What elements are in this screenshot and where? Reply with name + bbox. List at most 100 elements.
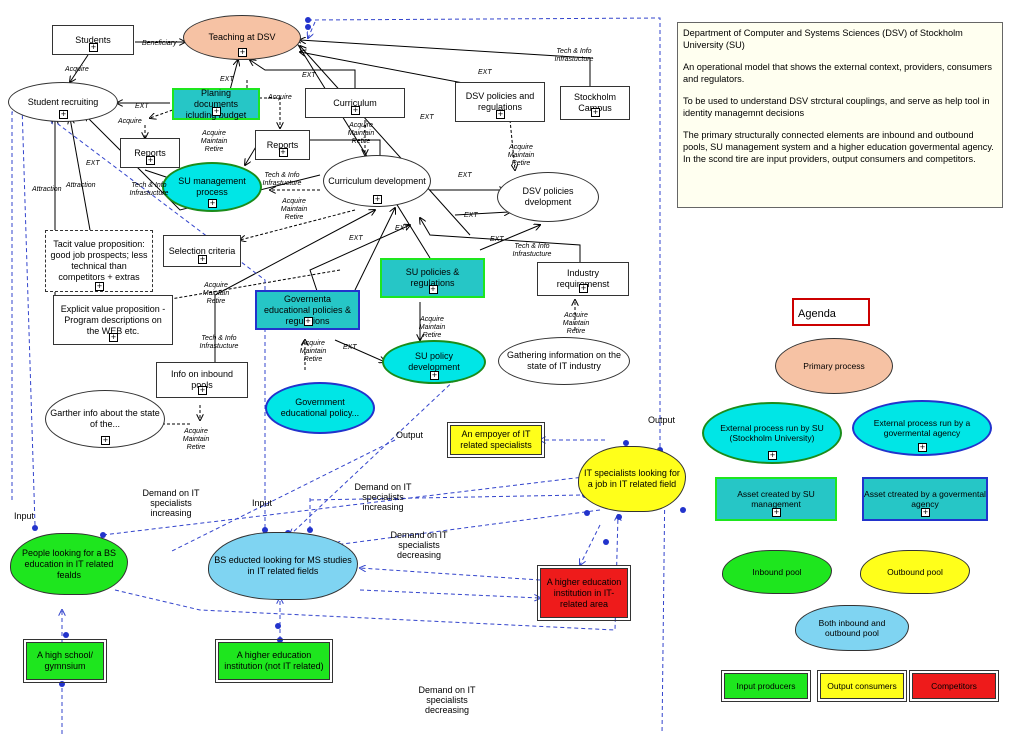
edge-label-ext: EXT [478, 69, 492, 76]
edge-label-ext: EXT [220, 76, 234, 83]
edge-label-tech-info: Tech & Info Infrastucture [262, 172, 302, 187]
edge-label-ext: EXT [135, 103, 149, 110]
su-management-node[interactable]: SU management process+ [162, 162, 262, 212]
it-specialists-pool[interactable]: IT specialists looking for a job in IT r… [578, 446, 686, 512]
highschool-node[interactable]: A high school/ gymnsium [23, 639, 107, 683]
edge-label-output: Output [396, 430, 424, 440]
curriculum-dev-node[interactable]: Curriculum development+ [323, 155, 431, 207]
edge-label-demand-increasing: Demand on IT specialists increasing [354, 482, 412, 512]
bs-people-pool[interactable]: People looking for a BS education in IT … [10, 533, 128, 595]
description-note: Department of Computer and Systems Scien… [677, 22, 1003, 208]
stockholm-campus-node[interactable]: Stockholm Campus+ [560, 86, 630, 120]
edge-label-ext: EXT [420, 114, 434, 121]
legend-asset-gov: Asset ctreated by a govermental agency+ [862, 477, 988, 521]
edge-label-ext: EXT [86, 160, 100, 167]
edge-label-demand-decreasing: Demand on IT specialists decreasing [418, 685, 476, 715]
expand-icon[interactable]: + [579, 283, 588, 293]
employer-node[interactable]: An empoyer of IT related specialists [447, 422, 545, 458]
expand-icon[interactable]: + [198, 385, 207, 395]
planning-docs-node[interactable]: Planing documents icluding budget+ [172, 88, 260, 120]
reports-node-1[interactable]: Reports+ [120, 138, 180, 168]
edge-label-ami: Acquire Maintain Retire [280, 198, 308, 221]
edge-label-ami: Acquire Maintain Retire [507, 144, 535, 167]
edge-label-ext: EXT [464, 212, 478, 219]
students-node[interactable]: Students+ [52, 25, 134, 55]
gathering-info-node[interactable]: Gathering information on the state of IT… [498, 337, 630, 385]
expand-icon[interactable]: + [89, 42, 98, 52]
selection-criteria-node[interactable]: Selection criteria+ [163, 235, 241, 267]
expand-icon[interactable]: + [238, 47, 247, 57]
expand-icon[interactable]: + [198, 254, 207, 264]
legend-input-producers: Input producers [721, 670, 811, 702]
legend-primary-process: Primary process [775, 338, 893, 394]
expand-icon[interactable]: + [95, 281, 104, 291]
industry-req-node[interactable]: Industry requiremenst+ [537, 262, 629, 296]
edge-label-acquire: Acquire [65, 66, 89, 73]
curriculum-node[interactable]: Curriculum+ [305, 88, 405, 118]
edge-label-ami: Acquire Maintain Retire [418, 316, 446, 339]
edge-label-demand-increasing: Demand on IT specialists increasing [142, 488, 200, 518]
edge-label-acquire: Acquire [268, 94, 292, 101]
expand-icon[interactable]: + [430, 370, 439, 380]
edge-label-ami: Acquire Maintain Retire [562, 312, 590, 335]
edge-label-ext: EXT [490, 236, 504, 243]
legend-both-pool: Both inbound and outbound pool [795, 605, 909, 651]
note-paragraph: To be used to understand DSV strctural c… [683, 96, 990, 118]
expand-icon[interactable]: + [351, 105, 360, 115]
su-policy-dev-node[interactable]: SU policy development+ [382, 340, 486, 384]
garther-info-node[interactable]: Garther info about the state of the...+ [45, 390, 165, 448]
su-policies-node[interactable]: SU policies & regulations+ [380, 258, 485, 298]
edge-label-ami: Acquire Maintain Retire [202, 282, 230, 305]
legend-output-consumers: Output consumers [817, 670, 907, 702]
edge-label-attraction: Attraction [66, 182, 96, 189]
edge-label-output: Output [648, 415, 676, 425]
edge-label-attraction: Attraction [32, 186, 62, 193]
gov-policies-node[interactable]: Governenta educational policies & regula… [255, 290, 360, 330]
expand-icon[interactable]: + [278, 147, 288, 157]
agenda-title: Agenda [792, 298, 870, 326]
expand-icon[interactable]: + [373, 194, 382, 204]
higher-ed-not-it-node[interactable]: A higher education institution (not IT r… [215, 639, 333, 683]
edge-label-beneficiary: Beneficiary [142, 40, 177, 47]
edge-label-ext: EXT [458, 172, 472, 179]
higher-ed-it-node[interactable]: A higher education institution in IT-rel… [537, 565, 631, 621]
explicit-value-node[interactable]: Explicit value proposition - Program des… [53, 295, 173, 345]
expand-icon[interactable]: + [303, 316, 313, 326]
legend-outbound-pool: Outbound pool [860, 550, 970, 594]
expand-icon[interactable]: + [212, 106, 221, 116]
edge-label-ext: EXT [349, 235, 363, 242]
edge-label-tech-info: Tech & Info Infrastucture [512, 243, 552, 258]
expand-icon[interactable]: + [59, 109, 68, 119]
expand-icon[interactable]: + [101, 435, 110, 445]
edge-label-ami: Acquire Maintain Retire [182, 428, 210, 451]
expand-icon[interactable]: + [208, 198, 217, 208]
expand-icon: + [921, 507, 930, 517]
expand-icon[interactable]: + [591, 107, 600, 117]
inbound-info-node[interactable]: Info on inbound pools+ [156, 362, 248, 398]
edge-label-input: Input [14, 511, 35, 521]
teaching-node[interactable]: Teaching at DSV+ [183, 15, 301, 60]
edge-label-tech-info: Tech & Info Infrastucture [554, 48, 594, 63]
edge-label-input: Input [252, 498, 273, 508]
student-recruiting-node[interactable]: Student recruiting+ [8, 82, 118, 122]
bs-educated-pool[interactable]: BS educted looking for MS studies in IT … [208, 532, 358, 600]
edge-label-ext: EXT [343, 344, 357, 351]
dsv-policies-node[interactable]: DSV policies and regulations+ [455, 82, 545, 122]
note-paragraph: Department of Computer and Systems Scien… [683, 28, 963, 50]
expand-icon[interactable]: + [428, 284, 438, 294]
gov-policy-dev-node[interactable]: Government educational policy... [265, 382, 375, 434]
edge-label-ami: Acquire Maintain Retire [299, 340, 327, 363]
expand-icon[interactable]: + [109, 332, 118, 342]
legend-asset-su: Asset created by SU management+ [715, 477, 837, 521]
dsv-policies-dev-node[interactable]: DSV policies dvelopment [497, 172, 599, 222]
legend-external-su: External process run by SU (Stockholm Un… [702, 402, 842, 464]
expand-icon[interactable]: + [146, 155, 155, 165]
tacit-value-node[interactable]: Tacit value proposition: good job prospe… [45, 230, 153, 292]
edge-label-tech-info: Tech & Info Infrastucture [199, 335, 239, 350]
edge-label-ami: Acquire Maintain Retire [347, 122, 375, 145]
expand-icon: + [918, 442, 927, 452]
note-paragraph: The primary structurally connected eleme… [683, 130, 994, 164]
expand-icon[interactable]: + [496, 109, 505, 119]
edge-label-tech-info: Tech & Info Infrastucture [129, 182, 169, 197]
reports-node-2[interactable]: Reports+ [255, 130, 310, 160]
